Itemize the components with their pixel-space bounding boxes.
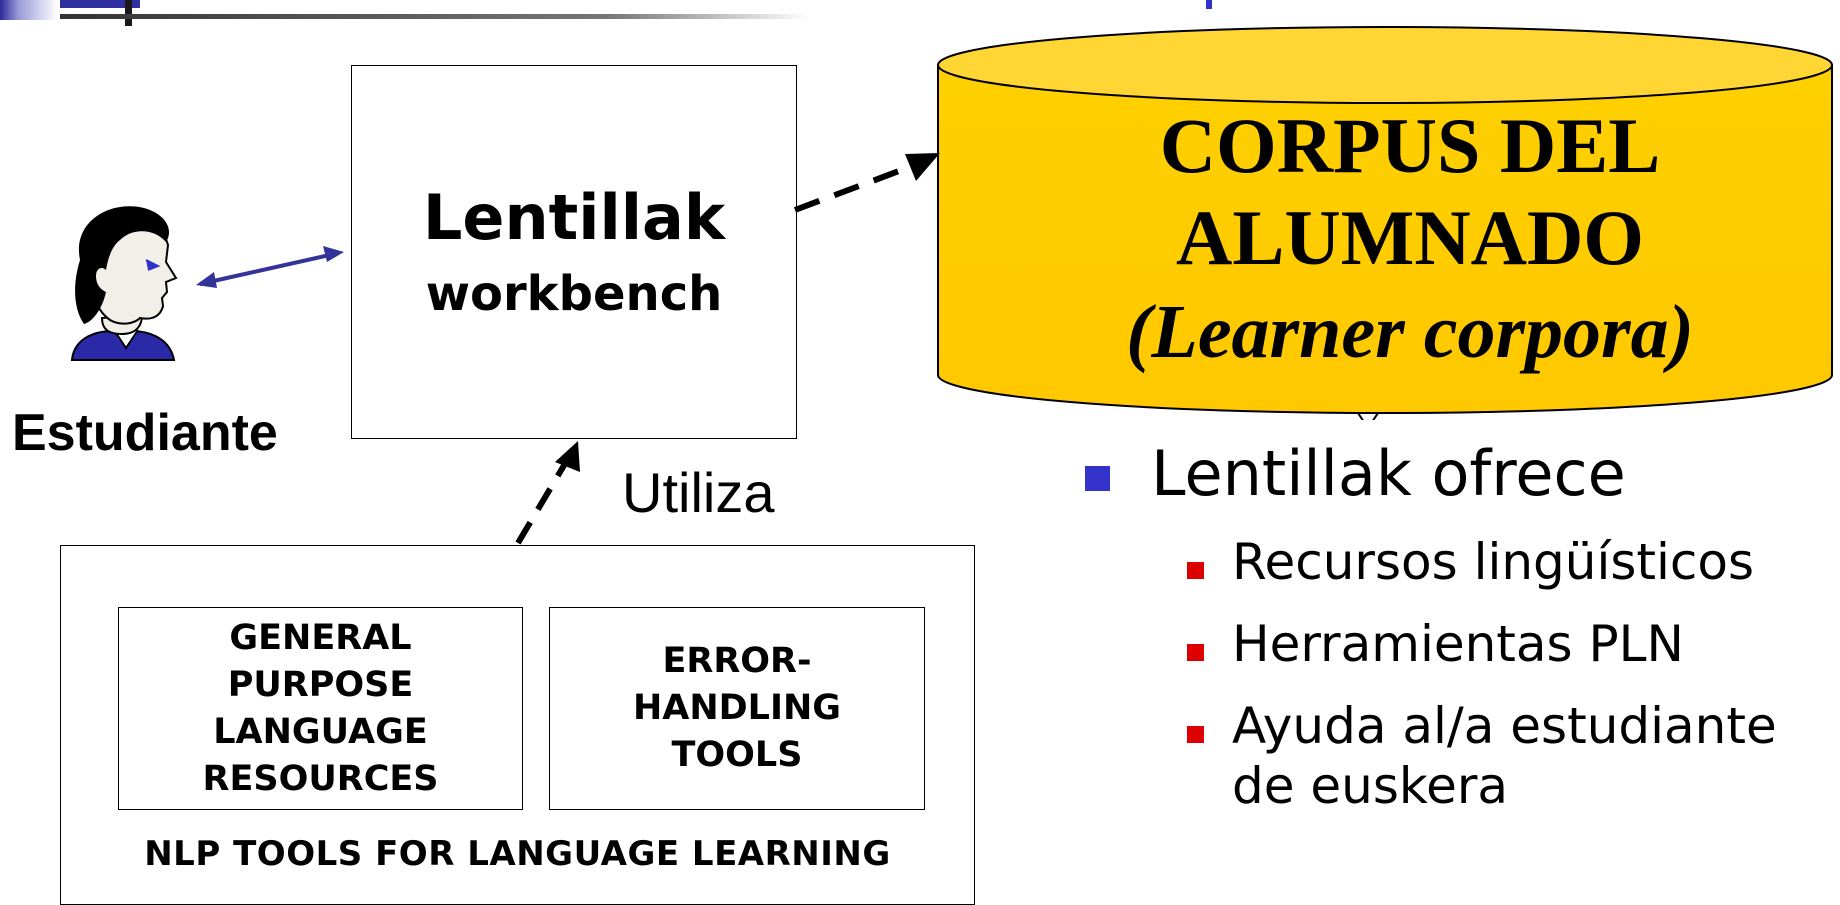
sub-bullet-square-icon bbox=[1187, 726, 1204, 743]
corpus-line-1: CORPUS DEL bbox=[1159, 102, 1661, 189]
general-box-line: LANGUAGE bbox=[213, 711, 428, 752]
corpus-cylinder bbox=[937, 26, 1833, 420]
cylinder-pointer bbox=[1357, 412, 1379, 420]
workbench-box: Lentillak workbench bbox=[351, 65, 797, 439]
sub-bullet-text: Recursos lingüísticos bbox=[1232, 533, 1755, 591]
workbench-corpus-arrow bbox=[793, 153, 940, 213]
student-workbench-arrow bbox=[196, 246, 344, 288]
sub-bullet-text-continued: de euskera bbox=[1232, 757, 1509, 815]
error-box-line: TOOLS bbox=[671, 735, 803, 775]
error-handling-tools-box: ERROR- HANDLING TOOLS bbox=[549, 607, 925, 810]
sub-bullet-text: Herramientas PLN bbox=[1232, 615, 1684, 673]
nlp-tools-box: GENERAL PURPOSE LANGUAGE RESOURCES ERROR… bbox=[60, 545, 975, 905]
corpus-line-3: (Learner corpora) bbox=[1126, 290, 1694, 374]
general-purpose-resources-box: GENERAL PURPOSE LANGUAGE RESOURCES bbox=[118, 607, 523, 810]
cylinder-top bbox=[937, 26, 1833, 104]
bullet-main: Lentillak ofrece bbox=[1085, 436, 1840, 512]
sub-bullet-list: Recursos lingüísticos Herramientas PLN A… bbox=[1085, 532, 1840, 816]
student-label: Estudiante bbox=[12, 404, 278, 462]
corpus-line-2: ALUMNADO bbox=[1176, 194, 1644, 281]
general-box-line: RESOURCES bbox=[202, 758, 439, 799]
corpus-label: CORPUS DEL ALUMNADO (Learner corpora) bbox=[1010, 100, 1810, 380]
bullet-list: Lentillak ofrece Recursos lingüísticos H… bbox=[1085, 436, 1840, 838]
cylinder-body bbox=[937, 64, 1833, 414]
workbench-subtitle: workbench bbox=[425, 266, 723, 322]
sub-bullet-item: Herramientas PLN bbox=[1185, 614, 1840, 674]
sub-bullet-item: Recursos lingüísticos bbox=[1185, 532, 1840, 592]
bullet-square-icon bbox=[1085, 466, 1110, 491]
student-head-icon bbox=[70, 206, 178, 361]
sub-bullet-square-icon bbox=[1187, 644, 1204, 661]
sub-bullet-text: Ayuda al/a estudiante bbox=[1232, 697, 1777, 755]
bullet-main-text: Lentillak ofrece bbox=[1151, 437, 1626, 510]
sub-bullet-square-icon bbox=[1187, 562, 1204, 579]
uses-label: Utiliza bbox=[622, 461, 775, 524]
general-box-line: GENERAL bbox=[229, 617, 412, 658]
general-box-line: PURPOSE bbox=[227, 664, 414, 705]
nlp-tools-label: NLP TOOLS FOR LANGUAGE LEARNING bbox=[144, 834, 891, 874]
error-box-line: HANDLING bbox=[632, 688, 842, 728]
workbench-title: Lentillak bbox=[422, 181, 726, 254]
error-box-line: ERROR- bbox=[662, 641, 812, 681]
sub-bullet-item: Ayuda al/a estudiante de euskera bbox=[1185, 696, 1840, 816]
tools-workbench-arrow bbox=[515, 441, 580, 545]
slide-header-decoration bbox=[0, 0, 1212, 26]
